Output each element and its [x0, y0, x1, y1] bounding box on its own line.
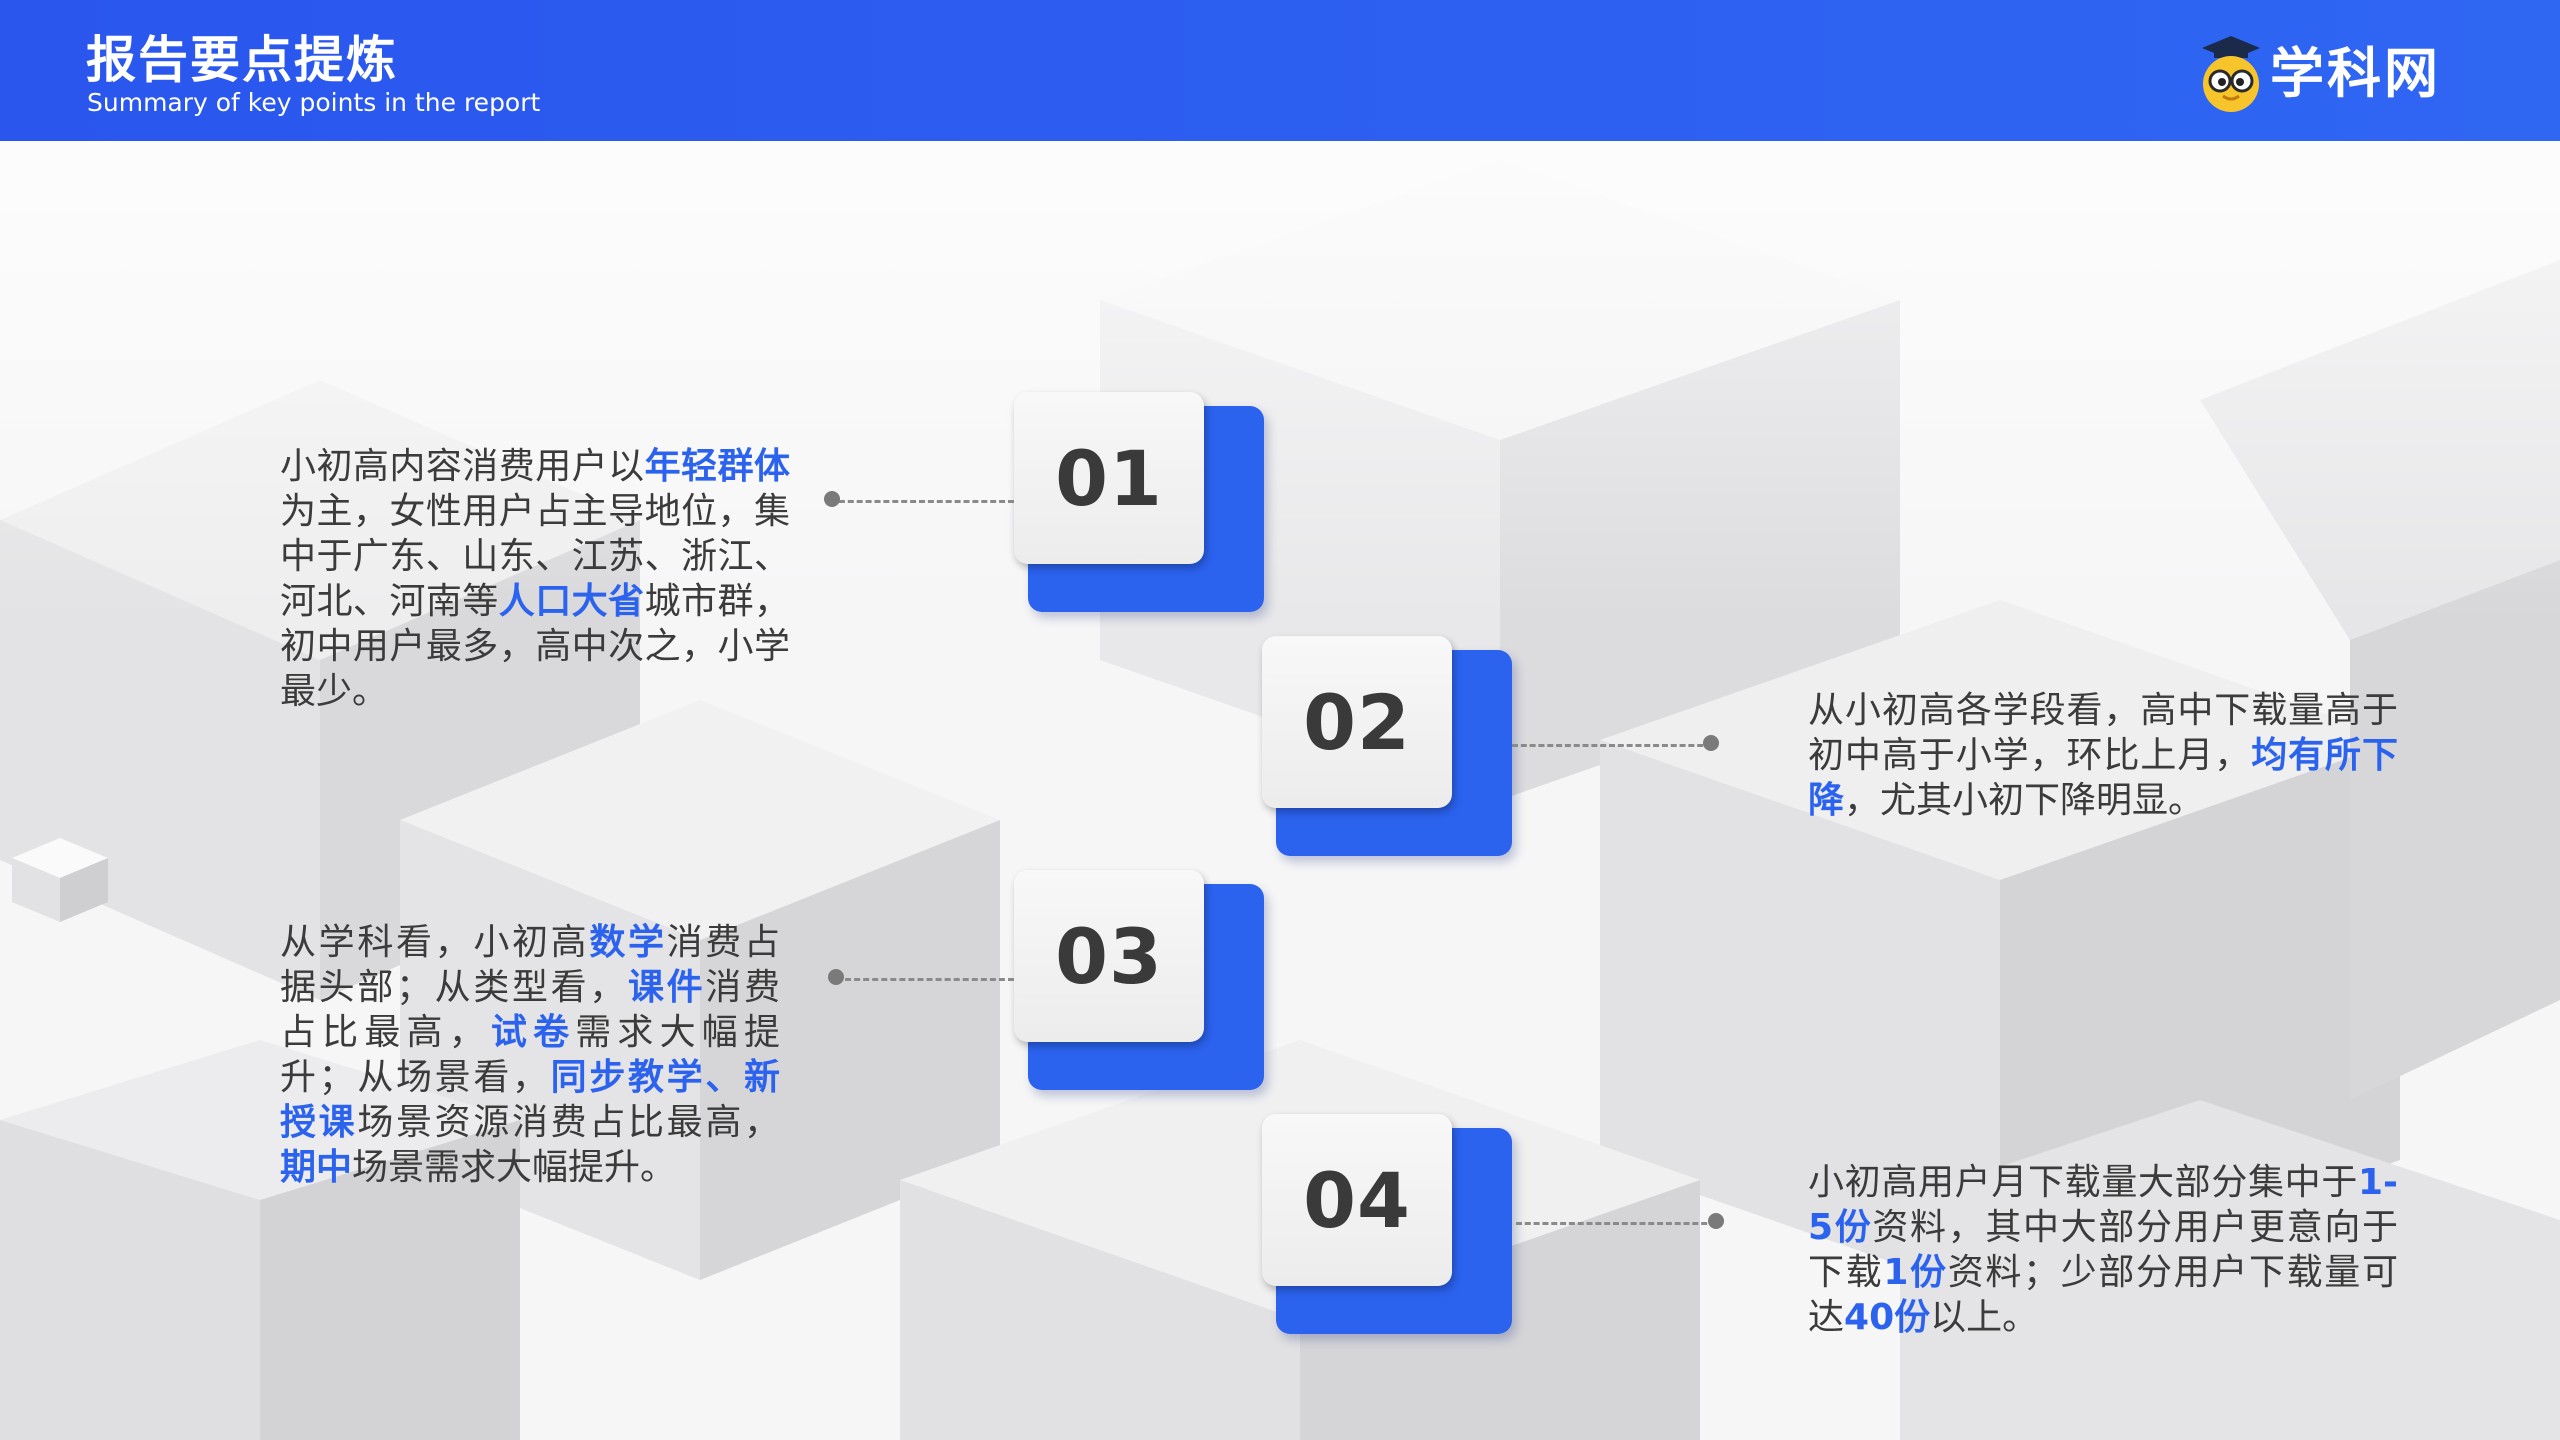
header-bar: 报告要点提炼 Summary of key points in the repo… — [0, 0, 2560, 141]
step-card-03: 03 — [1014, 870, 1264, 1100]
key-point-text-02: 从小初高各学段看，高中下载量高于初中高于小学，环比上月，均有所下降，尤其小初下降… — [1808, 690, 2398, 821]
connector-dot-02 — [1703, 735, 1719, 751]
highlight-term: 40份 — [1844, 1297, 1931, 1338]
connector-03 — [836, 978, 1014, 981]
connector-dot-04 — [1708, 1213, 1724, 1229]
connector-02 — [1512, 744, 1712, 747]
connector-dot-01 — [824, 491, 840, 507]
step-number-03: 03 — [1055, 911, 1163, 1001]
page-title: 报告要点提炼 — [86, 31, 398, 89]
step-card-02: 02 — [1262, 636, 1512, 866]
highlight-term: 数学 — [589, 922, 667, 963]
brand-logo-text: 学科网 — [2270, 42, 2441, 105]
step-card-01: 01 — [1014, 392, 1264, 622]
key-point-text-01: 小初高内容消费用户以年轻群体为主，女性用户占主导地位，集中于广东、山东、江苏、浙… — [280, 446, 790, 712]
owl-mascot-icon — [2202, 36, 2260, 112]
page-subtitle: Summary of key points in the report — [87, 88, 541, 117]
highlight-term: 1份 — [1883, 1252, 1948, 1293]
step-number-04: 04 — [1303, 1155, 1411, 1245]
step-card-01-front: 01 — [1014, 392, 1204, 564]
highlight-term: 1-5份 — [1808, 1162, 2398, 1248]
highlight-term: 试卷 — [490, 1012, 576, 1053]
step-card-03-front: 03 — [1014, 870, 1204, 1042]
step-number-01: 01 — [1055, 433, 1163, 523]
step-card-02-front: 02 — [1262, 636, 1452, 808]
brand-logo: 学科网 — [2196, 34, 2446, 114]
key-point-text-03: 从学科看，小初高数学消费占据头部；从类型看，课件消费占比最高，试卷需求大幅提升；… — [280, 922, 780, 1188]
highlight-term: 同步教学、新授课 — [280, 1057, 780, 1143]
highlight-term: 课件 — [627, 967, 706, 1008]
step-number-02: 02 — [1303, 677, 1411, 767]
step-card-04-front: 04 — [1262, 1114, 1452, 1286]
highlight-term: 人口大省 — [498, 581, 645, 622]
step-card-04: 04 — [1262, 1114, 1512, 1344]
connector-04 — [1516, 1222, 1716, 1225]
connector-dot-03 — [828, 969, 844, 985]
connector-01 — [830, 500, 1014, 503]
highlight-term: 期中 — [280, 1147, 353, 1188]
highlight-term: 均有所下降 — [1808, 735, 2398, 821]
key-point-text-04: 小初高用户月下载量大部分集中于1-5份资料，其中大部分用户更意向于下载1份资料；… — [1808, 1162, 2398, 1338]
highlight-term: 年轻群体 — [644, 446, 790, 487]
